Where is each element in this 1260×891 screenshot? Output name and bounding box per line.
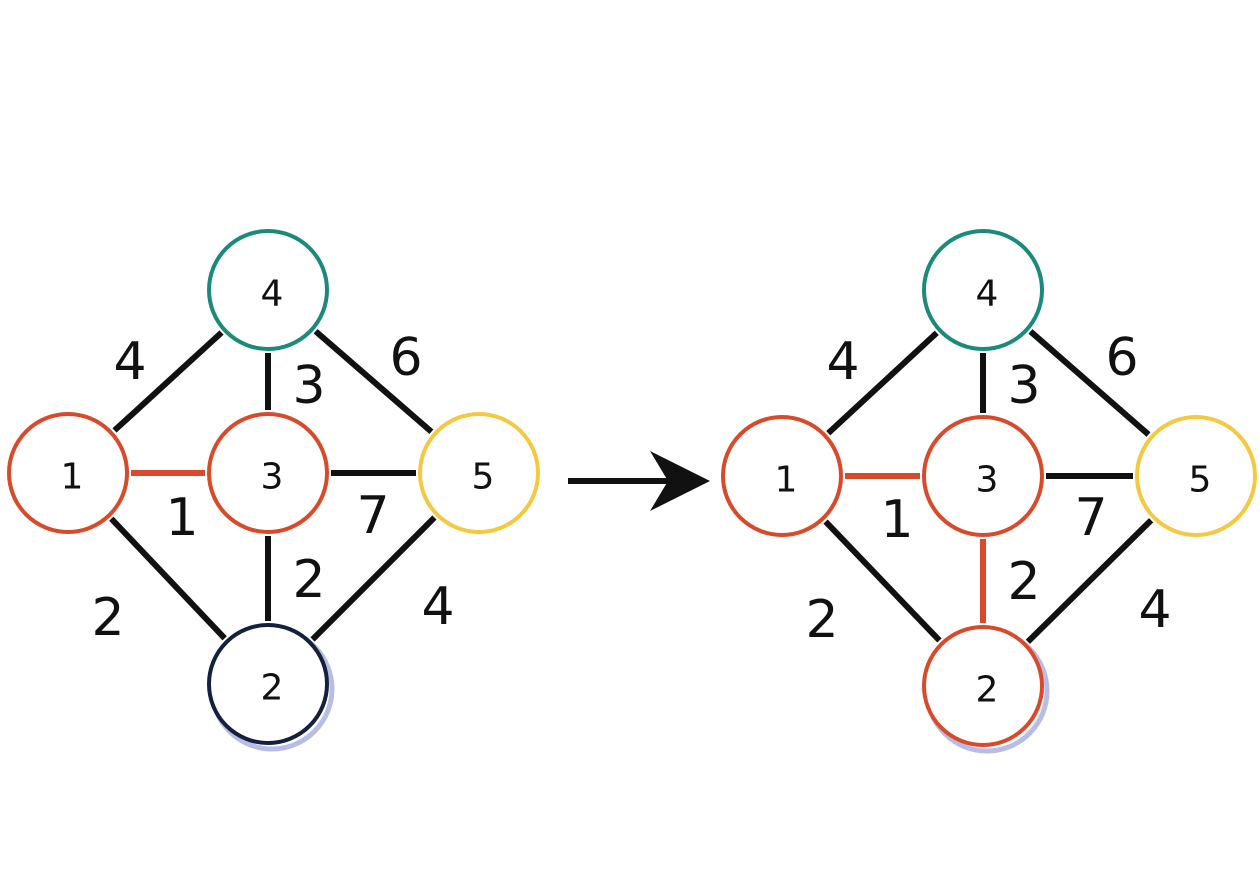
node-label-1: 1 — [61, 457, 84, 498]
edge-weight-1-4: 4 — [113, 332, 146, 392]
edge-weight-1-2: 2 — [805, 590, 838, 650]
edge-weight-1-4: 4 — [826, 332, 859, 392]
node-4 — [207, 229, 329, 351]
edge-weight-3-5: 7 — [356, 486, 389, 546]
node-5 — [1135, 415, 1257, 537]
edge-weight-4-3: 3 — [292, 356, 325, 416]
edge-weight-1-3: 1 — [880, 490, 913, 550]
node-label-2: 2 — [261, 668, 284, 709]
node-1 — [721, 415, 843, 537]
node-4 — [922, 229, 1044, 351]
edge-4-5 — [1028, 329, 1151, 437]
edge-weight-3-5: 7 — [1074, 488, 1107, 548]
node-label-4: 4 — [261, 274, 284, 315]
edge-weight-5-2: 4 — [1138, 580, 1171, 640]
edge-weight-4-5: 6 — [389, 328, 422, 388]
edge-1-4 — [826, 330, 939, 436]
node-label-5: 5 — [472, 457, 495, 498]
node-label-3: 3 — [976, 460, 999, 501]
edge-weight-3-2: 2 — [1007, 552, 1040, 612]
node-label-3: 3 — [261, 457, 284, 498]
edge-weight-5-2: 4 — [421, 577, 454, 637]
edge-5-2 — [310, 515, 437, 642]
node-1 — [7, 412, 129, 534]
node-label-1: 1 — [775, 460, 798, 501]
edge-weight-1-2: 2 — [91, 588, 124, 648]
node-3 — [922, 415, 1044, 537]
edge-1-2 — [109, 516, 227, 641]
node-label-2: 2 — [976, 670, 999, 711]
node-5 — [418, 412, 540, 534]
edge-weight-4-3: 3 — [1007, 356, 1040, 416]
node-label-4: 4 — [976, 274, 999, 315]
edge-weight-1-3: 1 — [165, 488, 198, 548]
edge-1-2 — [823, 519, 942, 643]
node-label-5: 5 — [1189, 460, 1212, 501]
node-3 — [207, 412, 329, 534]
edge-weight-3-2: 2 — [292, 550, 325, 610]
edge-4-5 — [313, 329, 434, 434]
node-2 — [207, 623, 329, 745]
edge-1-4 — [112, 330, 224, 433]
edge-5-2 — [1025, 518, 1154, 644]
node-2 — [922, 625, 1044, 747]
edge-weight-4-5: 6 — [1105, 328, 1138, 388]
